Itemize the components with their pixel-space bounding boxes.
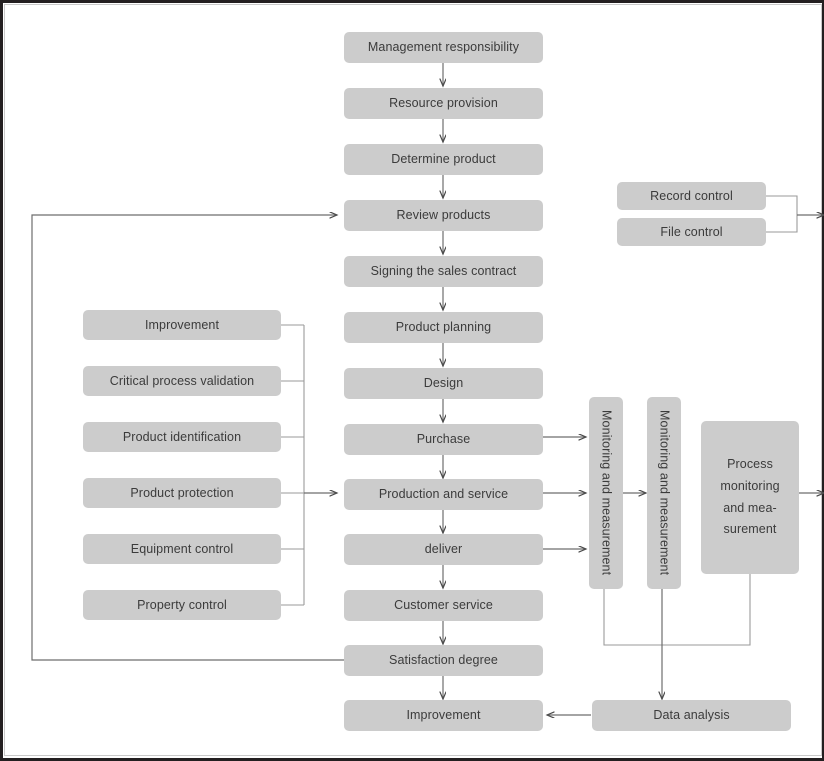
node-review-products[interactable]: Review products — [344, 200, 543, 231]
canvas-edge-left — [0, 0, 3, 761]
node-equipment-control[interactable]: Equipment control — [83, 534, 281, 564]
node-resource-provision[interactable]: Resource provision — [344, 88, 543, 119]
canvas-edge-right — [822, 0, 824, 761]
node-record-control[interactable]: Record control — [617, 182, 766, 210]
node-purchase[interactable]: Purchase — [344, 424, 543, 455]
node-product-protection[interactable]: Product protection — [83, 478, 281, 508]
node-product-identification[interactable]: Product identification — [83, 422, 281, 452]
node-critical-process-validation[interactable]: Critical process validation — [83, 366, 281, 396]
node-customer-service[interactable]: Customer service — [344, 590, 543, 621]
node-product-planning[interactable]: Product planning — [344, 312, 543, 343]
node-file-control[interactable]: File control — [617, 218, 766, 246]
node-property-control[interactable]: Property control — [83, 590, 281, 620]
node-signing-the-sales-contract[interactable]: Signing the sales contract — [344, 256, 543, 287]
diagram-frame — [4, 4, 822, 756]
node-satisfaction-degree[interactable]: Satisfaction degree — [344, 645, 543, 676]
node-monitoring-and-measurement-1[interactable]: Monitoring and measurement — [589, 397, 623, 589]
canvas-edge-top — [0, 0, 824, 3]
node-design[interactable]: Design — [344, 368, 543, 399]
node-monitoring-and-measurement-2[interactable]: Monitoring and measurement — [647, 397, 681, 589]
node-production-and-service[interactable]: Production and service — [344, 479, 543, 510]
node-data-analysis[interactable]: Data analysis — [592, 700, 791, 731]
node-deliver[interactable]: deliver — [344, 534, 543, 565]
node-management-responsibility[interactable]: Management responsibility — [344, 32, 543, 63]
node-process-monitoring-and-measurement[interactable]: Process monitoring and mea- surement — [701, 421, 799, 574]
canvas-edge-bottom — [0, 758, 824, 761]
node-improvement[interactable]: Improvement — [83, 310, 281, 340]
node-determine-product[interactable]: Determine product — [344, 144, 543, 175]
node-improvement-bottom[interactable]: Improvement — [344, 700, 543, 731]
